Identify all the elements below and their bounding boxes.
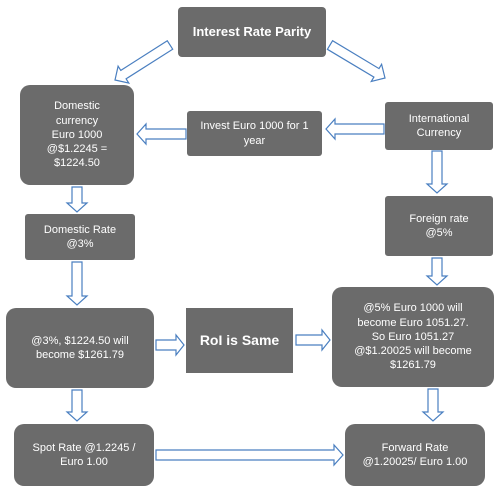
arrow-domestic-result-to-roi: [155, 333, 185, 357]
node-invest-label: Invest Euro 1000 for 1 year: [200, 120, 309, 147]
arrow-domestic-result-to-spot: [65, 389, 89, 422]
node-spot-rate: Spot Rate @1.2245 / Euro 1.00: [14, 424, 154, 486]
node-domestic-currency: Domestic currency Euro 1000 @$1.2245 = $…: [20, 85, 134, 185]
arrow-foreign-rate-to-result: [425, 257, 449, 286]
node-domestic-result: @3%, $1224.50 will become $1261.79: [6, 308, 154, 388]
arrow-international-to-invest: [325, 117, 385, 141]
arrow-domestic-to-domestic-rate: [65, 186, 89, 213]
node-foreign-result: @5% Euro 1000 will become Euro 1051.27. …: [332, 287, 494, 387]
node-domestic-result-label: @3%, $1224.50 will become $1261.79: [31, 334, 129, 361]
arrow-domestic-rate-to-result: [65, 261, 89, 306]
node-domestic-currency-label: Domestic currency Euro 1000 @$1.2245 = $…: [46, 100, 108, 170]
node-foreign-rate: Foreign rate @5%: [385, 196, 493, 256]
node-forward-rate: Forward Rate @1.20025/ Euro 1.00: [345, 424, 485, 486]
node-domestic-rate-label: Domestic Rate @3%: [43, 223, 117, 250]
node-forward-rate-label: Forward Rate @1.20025/ Euro 1.00: [362, 441, 468, 468]
node-roi: RoI is Same: [186, 308, 293, 373]
node-title-label: Interest Rate Parity: [192, 23, 312, 39]
node-domestic-rate: Domestic Rate @3%: [25, 214, 135, 260]
arrow-invest-to-domestic: [136, 122, 187, 146]
arrow-title-to-international: [326, 39, 386, 83]
node-title: Interest Rate Parity: [178, 7, 326, 57]
node-foreign-result-label: @5% Euro 1000 will become Euro 1051.27. …: [354, 302, 472, 372]
arrow-international-to-foreign: [425, 150, 449, 194]
node-international-currency-label: International Currency: [408, 112, 470, 139]
node-international-currency: International Currency: [385, 102, 493, 150]
node-spot-rate-label: Spot Rate @1.2245 / Euro 1.00: [32, 441, 136, 468]
arrow-foreign-result-to-forward: [421, 388, 445, 422]
node-foreign-rate-label: Foreign rate @5%: [409, 212, 469, 239]
node-invest: Invest Euro 1000 for 1 year: [187, 111, 322, 156]
arrow-roi-to-foreign-result: [295, 328, 331, 352]
arrow-title-to-domestic: [114, 39, 174, 85]
node-roi-label: RoI is Same: [199, 332, 280, 349]
arrow-spot-to-forward: [155, 443, 344, 467]
